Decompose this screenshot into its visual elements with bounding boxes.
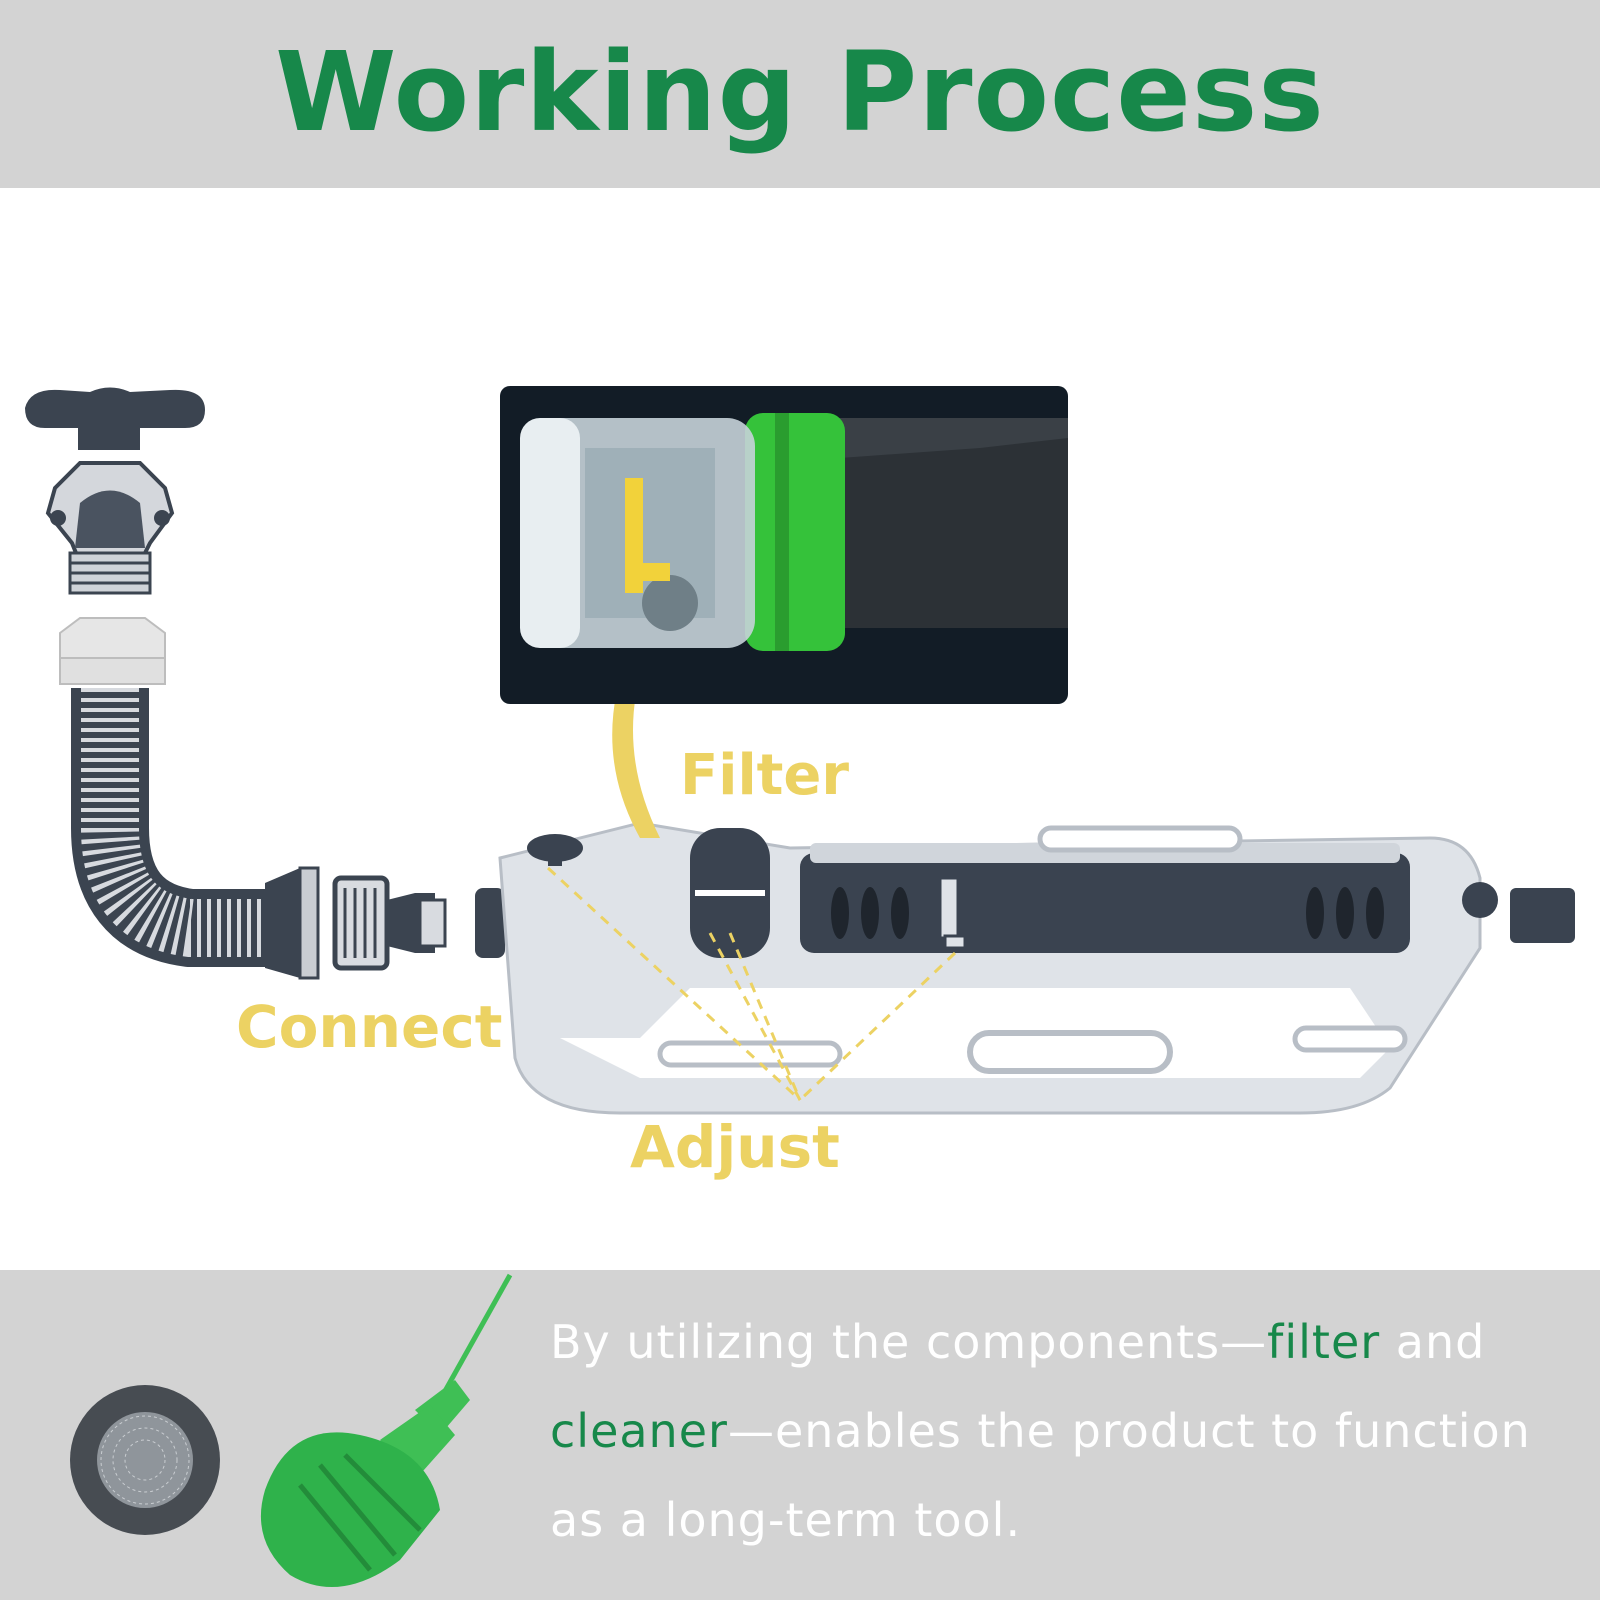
- connect-label: Connect: [236, 993, 503, 1061]
- footer-bar: By utilizing the components—filter and c…: [0, 1270, 1600, 1600]
- diagram-illustration: [25, 386, 1575, 1115]
- desc-text-3: —enables the product to function as a lo…: [550, 1404, 1531, 1547]
- page-title: Working Process: [275, 28, 1325, 156]
- adjust-pointer-lines: [546, 866, 957, 1102]
- footer-description: By utilizing the components—filter and c…: [550, 1298, 1560, 1565]
- hose-illustration: [59, 617, 320, 980]
- connector-illustration: [332, 875, 447, 971]
- working-process-diagram: Filter Connect Adjust: [0, 188, 1600, 1268]
- filter-inset-image: [500, 386, 1068, 704]
- accessories-illustration: [70, 1273, 513, 1587]
- desc-highlight-filter: filter: [1267, 1315, 1381, 1369]
- desc-text-2: and: [1380, 1315, 1486, 1369]
- header-bar: Working Process: [0, 0, 1600, 188]
- desc-highlight-cleaner: cleaner: [550, 1404, 728, 1458]
- faucet-illustration: [25, 387, 205, 595]
- adjust-label: Adjust: [630, 1113, 840, 1181]
- desc-text-1: By utilizing the components—: [550, 1315, 1268, 1369]
- cleaner-tool-icon: [260, 1273, 513, 1587]
- filter-label: Filter: [680, 743, 850, 808]
- filter-washer-icon: [70, 1385, 220, 1535]
- sprinkler-illustration: [475, 821, 1575, 1115]
